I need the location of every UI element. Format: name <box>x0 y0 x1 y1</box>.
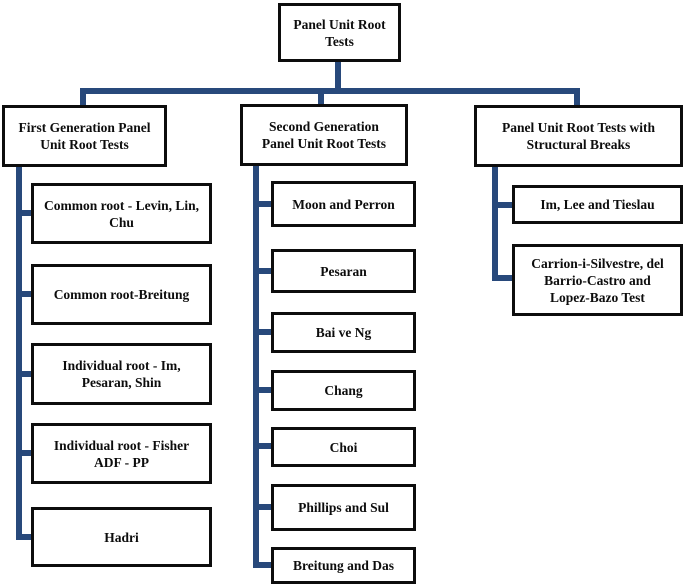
connector-stub-breitung <box>16 291 31 297</box>
connector-stub-chang <box>253 387 271 393</box>
connector-stub-phillips-sul <box>253 504 271 510</box>
node-im-pesaran-shin: Individual root - Im, Pesaran, Shin <box>31 343 212 405</box>
connector-top-bar <box>80 88 580 94</box>
connector-stub-fisher-adf-pp <box>16 450 31 456</box>
connector-stub-im-lee-tieslau <box>492 202 512 208</box>
connector-drop-first-generation <box>80 88 86 105</box>
connector-stub-carrion-silvestre <box>492 275 512 281</box>
connector-spine-second-generation <box>253 164 259 568</box>
header-structural-breaks: Panel Unit Root Tests with Structural Br… <box>474 105 683 167</box>
node-phillips-sul: Phillips and Sul <box>271 484 416 531</box>
connector-drop-second-generation <box>318 92 324 105</box>
connector-spine-first-generation <box>16 165 22 540</box>
connector-stub-moon-perron <box>253 201 271 207</box>
connector-stub-choi <box>253 443 271 449</box>
connector-stub-bai-ng <box>253 329 271 335</box>
root-node: Panel Unit Root Tests <box>278 3 401 62</box>
node-hadri: Hadri <box>31 507 212 567</box>
connector-root-stub <box>335 60 341 94</box>
node-pesaran: Pesaran <box>271 249 416 293</box>
connector-stub-breitung-das <box>253 562 271 568</box>
node-bai-ng: Bai ve Ng <box>271 312 416 353</box>
connector-stub-im-pesaran-shin <box>16 371 31 377</box>
node-fisher-adf-pp: Individual root - Fisher ADF - PP <box>31 423 212 484</box>
connector-stub-pesaran <box>253 268 271 274</box>
node-carrion-silvestre: Carrion-i-Silvestre, del Barrio-Castro a… <box>512 244 683 316</box>
connector-drop-structural-breaks <box>574 88 580 105</box>
node-breitung: Common root-Breitung <box>31 264 212 325</box>
node-chang: Chang <box>271 370 416 411</box>
node-im-lee-tieslau: Im, Lee and Tieslau <box>512 185 683 224</box>
header-second-generation: Second Generation Panel Unit Root Tests <box>240 104 408 166</box>
header-first-generation: First Generation Panel Unit Root Tests <box>2 105 167 167</box>
node-moon-perron: Moon and Perron <box>271 181 416 227</box>
connector-stub-levin-lin-chu <box>16 210 31 216</box>
connector-stub-hadri <box>16 534 31 540</box>
connector-spine-structural-breaks <box>492 165 498 281</box>
node-choi: Choi <box>271 427 416 467</box>
node-levin-lin-chu: Common root - Levin, Lin, Chu <box>31 183 212 244</box>
node-breitung-das: Breitung and Das <box>271 547 416 584</box>
